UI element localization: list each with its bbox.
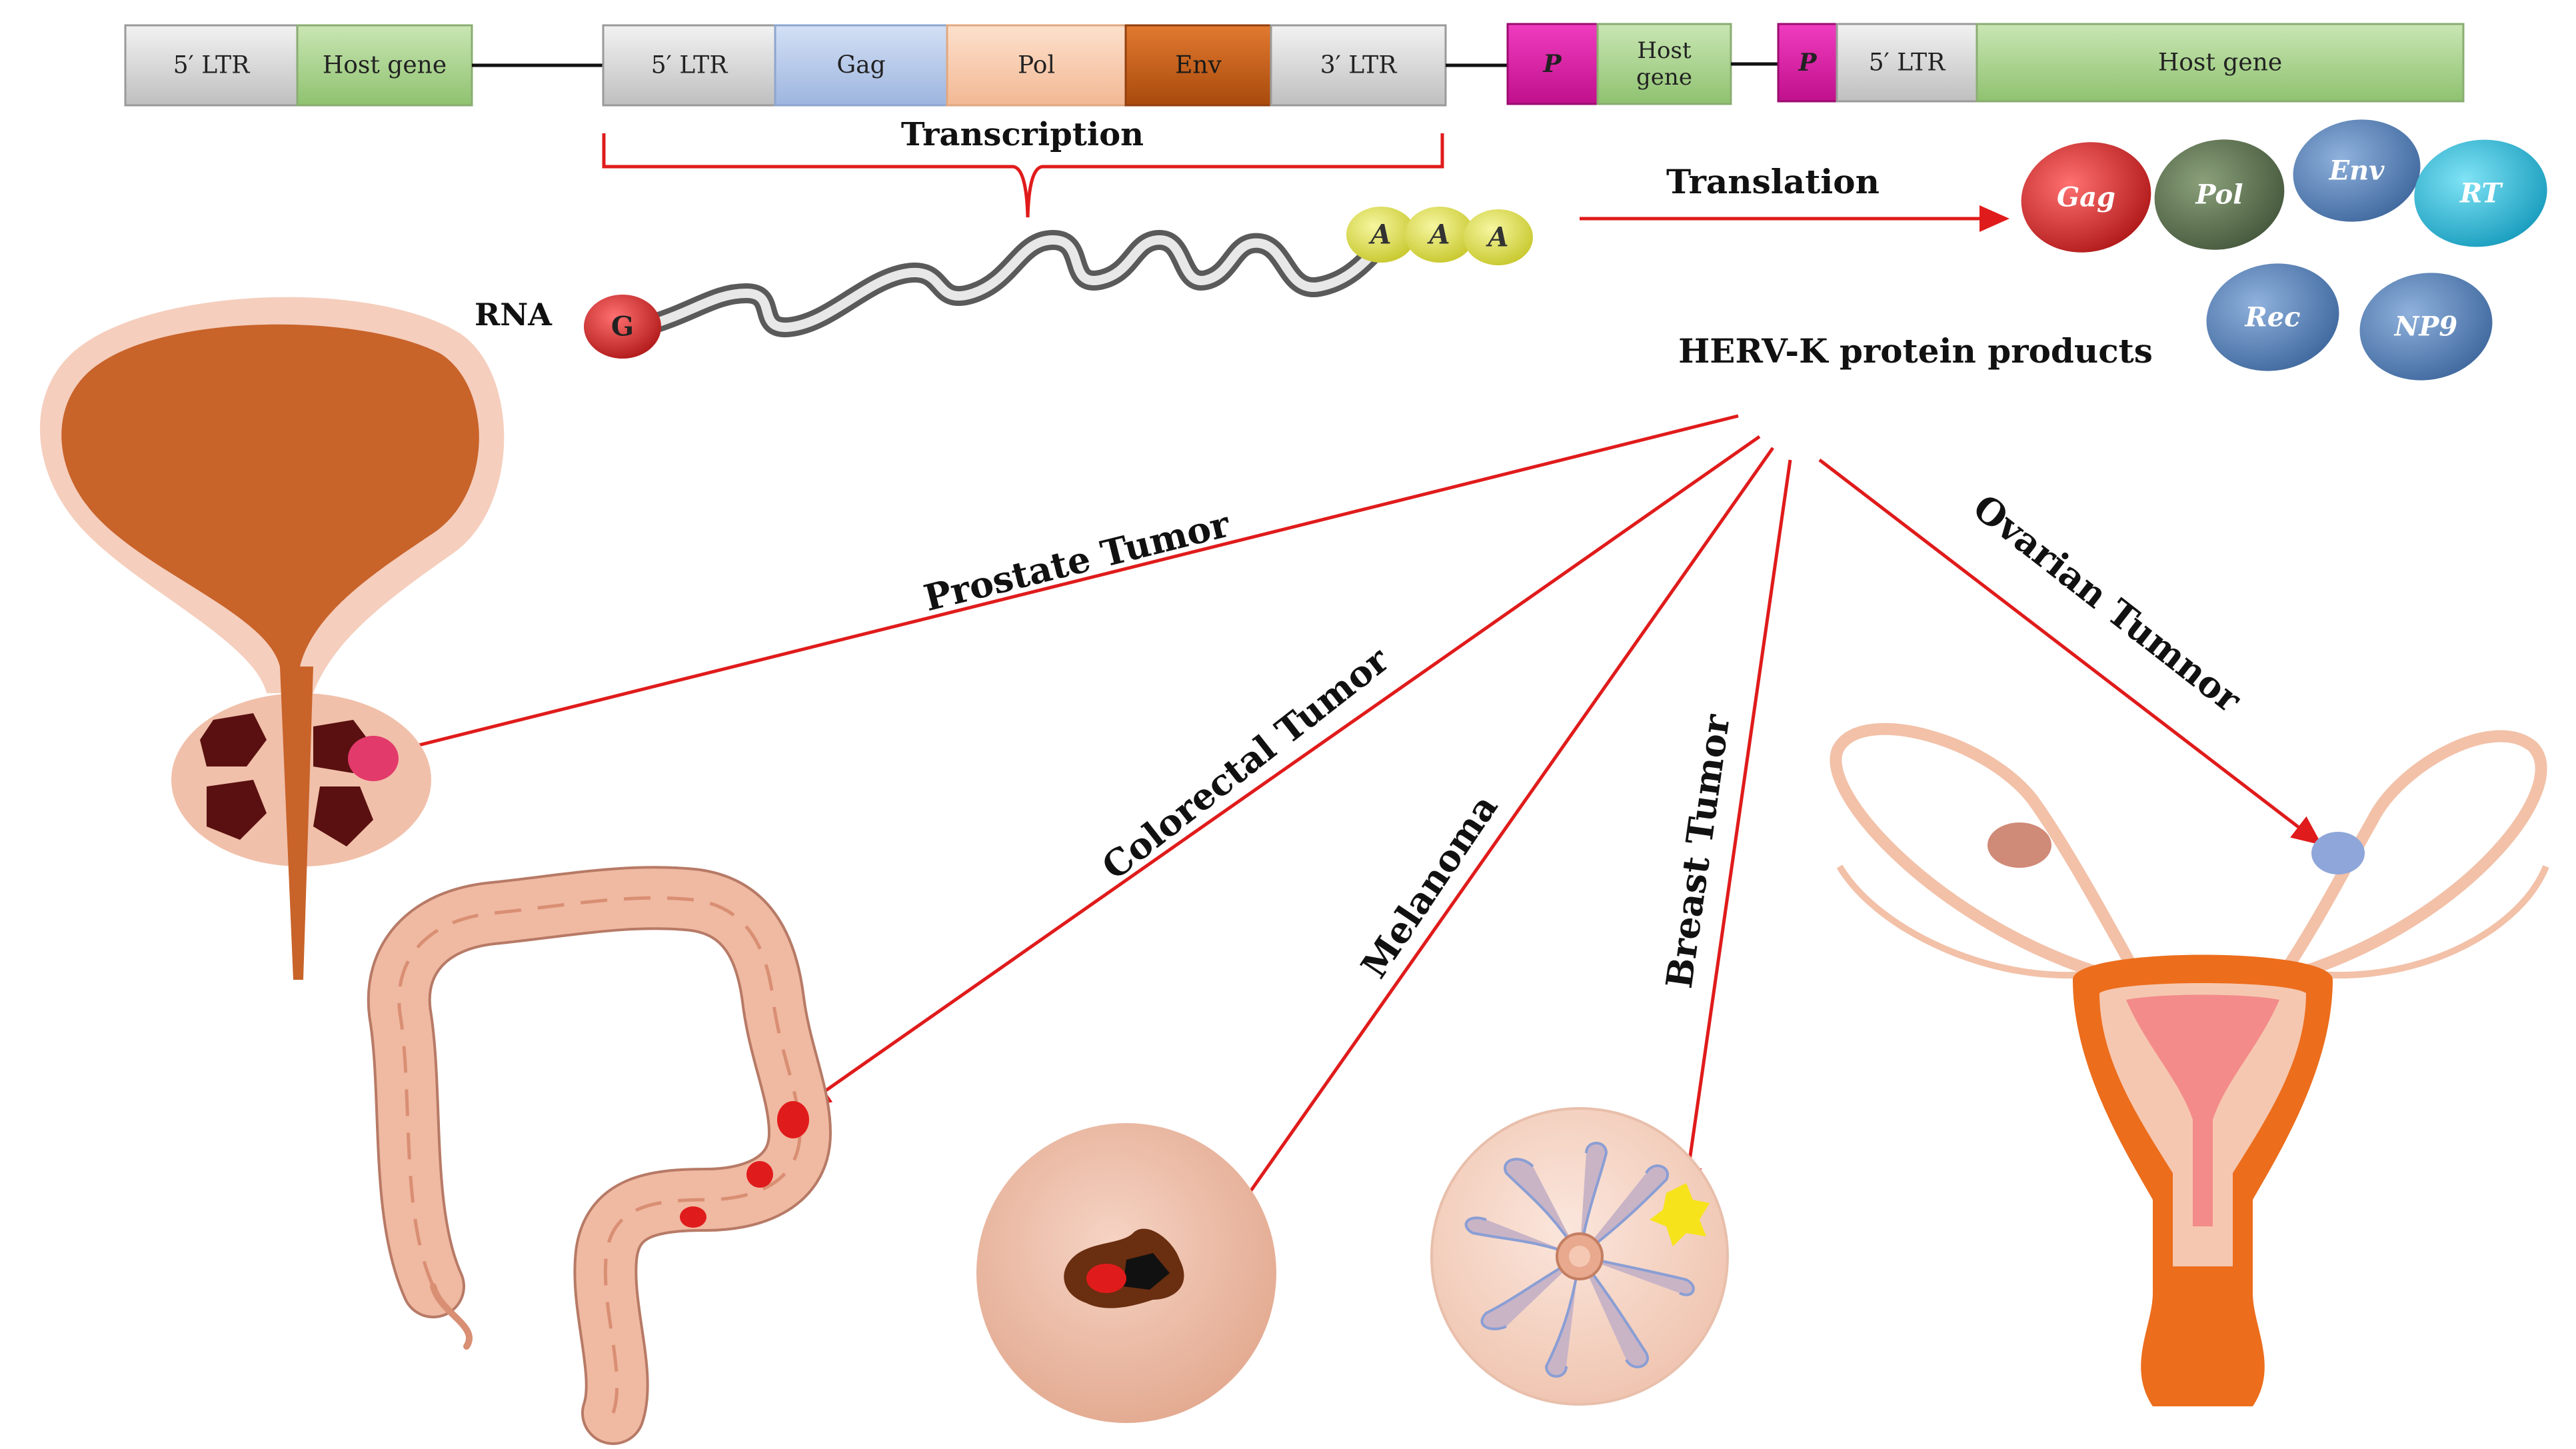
protein-label: Rec [2244,302,2300,333]
melanoma-label: Melanoma [1352,786,1506,986]
rna-group: RNA G A A A [475,207,1533,359]
translation-label: Translation [1666,162,1880,201]
breast-tumor-label: Breast Tumor [1658,712,1738,991]
provirus-ltr3-label: 3′ LTR [1320,52,1398,79]
tumor-labels: Prostate Tumor Colorectal Tumor Melanoma… [920,486,2249,991]
products-label: HERV-K protein products [1678,331,2153,371]
gene-row-1: 5′ LTR Host gene [124,24,603,107]
host-gene-box [1596,23,1732,105]
melanoma-illustration [976,1123,1276,1423]
promoter-label: P [1542,50,1562,78]
urethra [280,667,313,980]
ltr5-box [124,24,299,107]
provirus-row: 5′ LTR Gag Pol Env 3′ LTR [602,24,1508,107]
prostate-tumor [348,736,399,781]
translation-group: Translation [1580,162,2009,232]
protein-rec [2206,263,2339,371]
uterus-illustration [1830,723,2549,1406]
protein-np9 [2359,273,2493,381]
rna-ribbon [630,227,1403,338]
env-box [1124,24,1272,107]
ltr5-label: 5′ LTR [1869,49,1946,77]
gene-row-3: P Host gene [1506,23,1778,105]
host-gene-label: Host gene [2158,49,2282,77]
polya-label: A [1368,219,1391,251]
breast-ducts [1464,1142,1695,1378]
colon-illustration [367,866,832,1445]
colon-tumor [777,1101,809,1138]
protein-gag [2021,142,2151,253]
protein-label: NP9 [2393,311,2457,343]
breast-tumor [1650,1183,1710,1246]
colorectal-tumor-label: Colorectal Tumor [1094,638,1397,888]
ovary-left [1987,822,2051,868]
prostate-illustration [40,297,505,980]
arrow-melanoma [1191,447,1775,1276]
polya-bead [1405,207,1474,263]
protein-products: Gag Pol Env RT Rec NP9 HERV-K protein pr… [1678,119,2547,381]
prostate-lesion [200,713,267,766]
arrow-ovarian [1818,459,2322,846]
pol-label: Pol [1018,52,1055,79]
fallopian-tube-right [2274,730,2547,983]
ltr5-box [1836,23,1978,103]
host-gene-label-wrap: Host gene [1636,37,1692,91]
protein-label: Pol [2195,179,2243,211]
transcription-bracket [602,133,1444,218]
colon-vessels [397,896,802,1414]
mole-dark [1123,1253,1170,1290]
protein-label: Env [2329,155,2385,187]
protein-rt [2414,139,2547,247]
colon-tail [430,1283,473,1350]
arrow-prostate [383,414,1739,760]
env-label: Env [1175,52,1222,79]
protein-env [2293,119,2421,222]
protein-label: RT [2459,178,2504,209]
promoter-box [1506,23,1599,105]
rna-ribbon-highlight [635,232,1398,333]
rna-cap [584,295,661,359]
polya-bead [1346,207,1416,263]
prostate-lesion [207,780,267,840]
nipple-center [1569,1246,1590,1267]
polya-label: A [1485,222,1508,253]
prostate-lesion [313,786,373,846]
tumor-arrows [383,414,2322,1276]
arrow-breast [1675,459,1792,1196]
transcription-group: Transcription [602,116,1444,218]
ligament-right [2305,865,2549,979]
gag-label: Gag [836,52,885,79]
prostate-tumor-label: Prostate Tumor [920,503,1234,620]
fallopian-tube-left [1830,723,2145,983]
breast-illustration [1430,1107,1729,1406]
rna-cap-label: G [611,311,634,343]
host-gene-label: Host gene [1636,37,1692,91]
transcription-label: Transcription [901,116,1144,153]
colon-fill [369,868,830,1442]
ligament-left [1836,864,2100,979]
gene-row-4: P 5′ LTR Host gene [1777,23,2465,103]
polya-label: A [1426,219,1450,251]
bladder [61,324,479,667]
promoter-box [1777,23,1838,103]
protein-pol [2154,139,2285,250]
provirus-ltr5-box [602,24,776,107]
arrow-colorectal [800,435,1761,1108]
ovary-tumor [2311,832,2365,874]
host-gene-box [1975,23,2465,103]
rna-label: RNA [475,297,553,333]
colon-tumor [746,1161,773,1188]
promoter-label: P [1798,49,1817,77]
ltr5-label: 5′ LTR [173,52,251,79]
protein-label: Gag [2057,182,2115,213]
uterine-cavity [2126,994,2279,1226]
host-gene-box [296,24,473,107]
colon-tumor [680,1206,706,1228]
polya-bead [1464,209,1533,265]
provirus-ltr5-label: 5′ LTR [651,52,728,79]
host-gene-label: Host gene [323,52,447,79]
melanoma-tumor [1086,1264,1126,1293]
